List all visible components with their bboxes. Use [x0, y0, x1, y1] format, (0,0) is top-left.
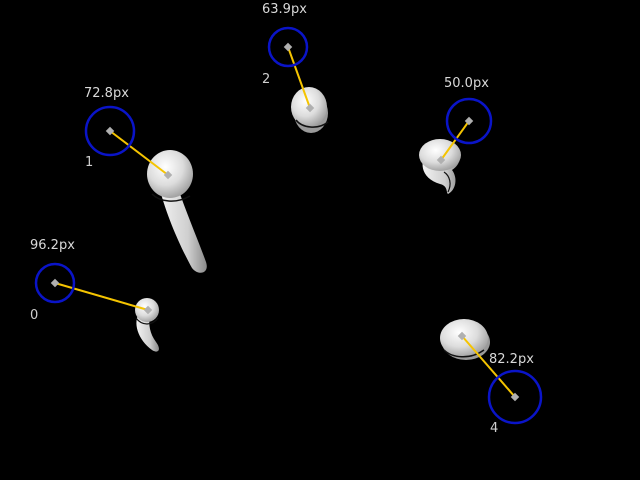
link-line — [440, 120, 470, 161]
blob-marker — [457, 331, 467, 341]
target-ring[interactable] — [267, 26, 309, 68]
target-marker — [283, 42, 293, 52]
blob-marker — [436, 155, 446, 165]
distance-label: 96.2px — [30, 238, 75, 253]
distance-label: 72.8px — [84, 86, 129, 101]
target-ring[interactable] — [487, 369, 543, 425]
target-index-label: 2 — [262, 72, 270, 87]
distance-label: 82.2px — [489, 352, 534, 367]
target-marker — [105, 126, 115, 136]
link-line — [54, 282, 149, 311]
blob-shape — [419, 139, 461, 194]
target-ring[interactable] — [445, 97, 493, 145]
target-marker — [464, 116, 474, 126]
target-group-3: 50.0px — [419, 76, 493, 194]
link-line — [287, 46, 311, 109]
target-group-2: 63.9px 2 — [262, 2, 329, 133]
target-ring[interactable] — [84, 105, 136, 157]
link-line — [109, 130, 169, 176]
distance-label: 50.0px — [444, 76, 489, 91]
target-group-4: 82.2px 4 — [440, 319, 543, 436]
blob-shape — [147, 150, 207, 273]
target-index-label: 4 — [490, 421, 498, 436]
target-index-label: 1 — [85, 155, 93, 170]
target-index-label: 0 — [30, 308, 38, 323]
blob-marker — [143, 305, 153, 315]
target-group-0: 96.2px 0 — [30, 238, 159, 352]
distance-label: 63.9px — [262, 2, 307, 17]
target-marker — [50, 278, 60, 288]
target-group-1: 72.8px 1 — [84, 86, 207, 273]
blob-shape — [135, 298, 159, 352]
target-marker — [510, 392, 520, 402]
blob-marker — [305, 103, 315, 113]
blob-marker — [163, 170, 173, 180]
target-ring[interactable] — [34, 262, 76, 304]
link-line — [461, 335, 516, 398]
